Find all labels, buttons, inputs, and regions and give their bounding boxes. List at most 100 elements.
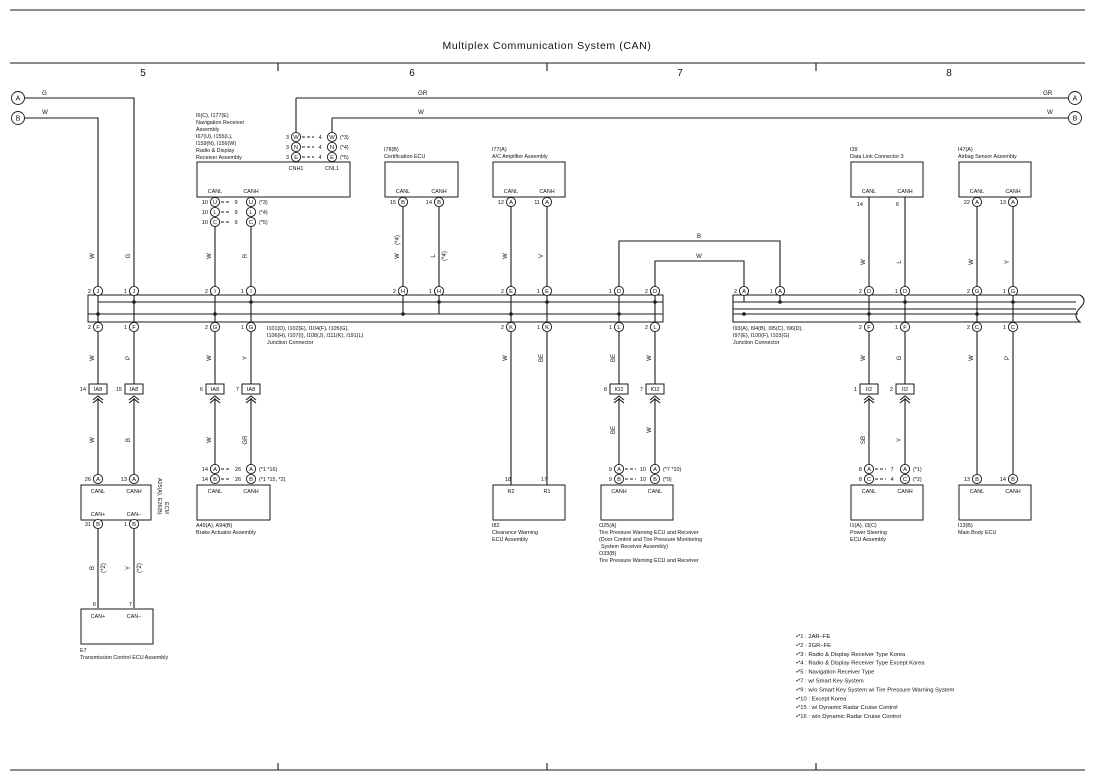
wire-color: W (207, 355, 213, 361)
inline-connector (88, 383, 108, 395)
svg-text:CAN−: CAN− (127, 614, 142, 620)
pin-letter: H (401, 289, 405, 295)
wire-color: (*4) (442, 251, 448, 261)
wire-color: W (207, 253, 213, 259)
pin-circle (92, 473, 104, 485)
pin-number: 2 (967, 289, 970, 295)
pin-letter: L (653, 325, 657, 331)
pin-circle (245, 196, 257, 208)
svg-text:I77(A): I77(A) (492, 147, 507, 153)
brake-actuator-assembly: CANL CANH A49(A), A94(B) Brake Actuator … (196, 484, 271, 536)
wire-color: W (418, 109, 424, 116)
terminal-a-right: A (1068, 91, 1082, 105)
wire-color: W (647, 427, 653, 433)
pin-circle (541, 285, 553, 297)
wire-color: R (243, 253, 249, 258)
connector-id: II2 (866, 387, 872, 393)
svg-text:A: A (16, 96, 21, 103)
diagram-title: Multiplex Communication System (CAN) (443, 40, 652, 52)
clearance-warning-ecu: R2 R1 I82 Clearance Warning ECU Assembly (492, 484, 566, 543)
pin-circle (397, 196, 409, 208)
inline-connector (609, 383, 629, 395)
option-code: (*7 *10) (663, 467, 681, 473)
pin-letter: I (214, 289, 216, 295)
pin-circle (209, 285, 221, 297)
wire-color: Y (1005, 260, 1011, 264)
pin-circle (245, 321, 257, 333)
junction-connector-left-label: I101(D), I102(E), I104(F), I105(G), I106… (267, 326, 363, 346)
pin-circle (971, 321, 983, 333)
pin-number: 2 (859, 325, 862, 331)
svg-text:Receiver Assembly: Receiver Assembly (196, 155, 242, 161)
svg-text:Junction Connector: Junction Connector (267, 340, 314, 346)
grid-label: 5 (140, 68, 146, 79)
svg-text:CAN+: CAN+ (91, 512, 106, 518)
pin-letter: E (294, 155, 298, 161)
pin-number: 10 (202, 220, 208, 226)
connector-chevron (209, 398, 221, 404)
svg-text:R1: R1 (544, 489, 551, 495)
svg-text:I82: I82 (492, 523, 500, 529)
option-code: (*5) (259, 220, 268, 226)
footnote-item: •*2 : 2GR−FE (796, 643, 831, 649)
wire-color: L (431, 254, 437, 258)
wire-color: W (647, 355, 653, 361)
wire-color: W (696, 254, 702, 260)
pin-letter: B (437, 200, 441, 206)
pin-number: 10 (202, 210, 208, 216)
svg-text:CANH: CANH (897, 489, 912, 495)
pin-letter: G (249, 325, 254, 331)
svg-text:I39: I39 (850, 147, 858, 153)
pin-letter: B (132, 522, 136, 528)
pin-circle (290, 151, 302, 163)
svg-text:Main Body ECU: Main Body ECU (958, 530, 996, 536)
wire-color: BE (611, 354, 617, 362)
pin-number: 1 (537, 325, 540, 331)
pin-letter: W (293, 135, 299, 141)
connector-chevron (245, 395, 257, 401)
wire-color: B (90, 566, 96, 570)
pin-circle (209, 216, 221, 228)
svg-text:E7: E7 (80, 648, 87, 654)
svg-text:ECU Assembly: ECU Assembly (492, 537, 528, 543)
data-link-connector-3: I39 Data Link Connector 3 CANL CANH (850, 147, 924, 198)
svg-text:CAN−: CAN− (127, 512, 142, 518)
inline-connector (241, 383, 261, 395)
pin-number: 1 (895, 325, 898, 331)
svg-text:CANL: CANL (648, 489, 662, 495)
pin-number: 2 (88, 325, 91, 331)
pin-letter: B (653, 477, 657, 483)
svg-text:(Door Control and Tire Pressur: (Door Control and Tire Pressure Monitori… (599, 537, 702, 543)
pin-circle (209, 321, 221, 333)
pin-number: 1 (429, 289, 432, 295)
svg-text:I13(B): I13(B) (958, 523, 973, 529)
svg-text:I67(U), I155(L),: I67(U), I155(L), (196, 134, 233, 140)
pin-number: 2 (393, 289, 396, 295)
wire-color: B (697, 234, 701, 240)
inline-connector (205, 383, 225, 395)
pin-circle (326, 151, 338, 163)
pin-letter: L (249, 210, 253, 216)
connector-chevron (245, 398, 257, 404)
pin-circle (863, 285, 875, 297)
pin-number: 4 (890, 477, 893, 483)
pin-number: 13 (964, 477, 970, 483)
pin-number: 7 (890, 467, 893, 473)
wire-color: W (969, 259, 975, 265)
pin-circle (613, 473, 625, 485)
wire-color: (*2) (137, 563, 143, 573)
pin-number: 14 (202, 477, 208, 483)
pin-letter: F (96, 325, 100, 331)
pin-circle (738, 285, 750, 297)
wire-color: GR (243, 435, 249, 445)
pin-circle (245, 285, 257, 297)
wire-color: SB (861, 436, 867, 444)
connector-id: IA8 (130, 387, 138, 393)
pin-number: 6 (93, 602, 96, 608)
wire-color: W (90, 253, 96, 259)
svg-text:I97(E), I100(F), I103(G): I97(E), I100(F), I103(G) (733, 333, 790, 339)
pin-number: 22 (964, 200, 970, 206)
pin-letter: A (653, 467, 657, 473)
connector-chevron (613, 398, 625, 404)
wire-color: Y (897, 438, 903, 442)
